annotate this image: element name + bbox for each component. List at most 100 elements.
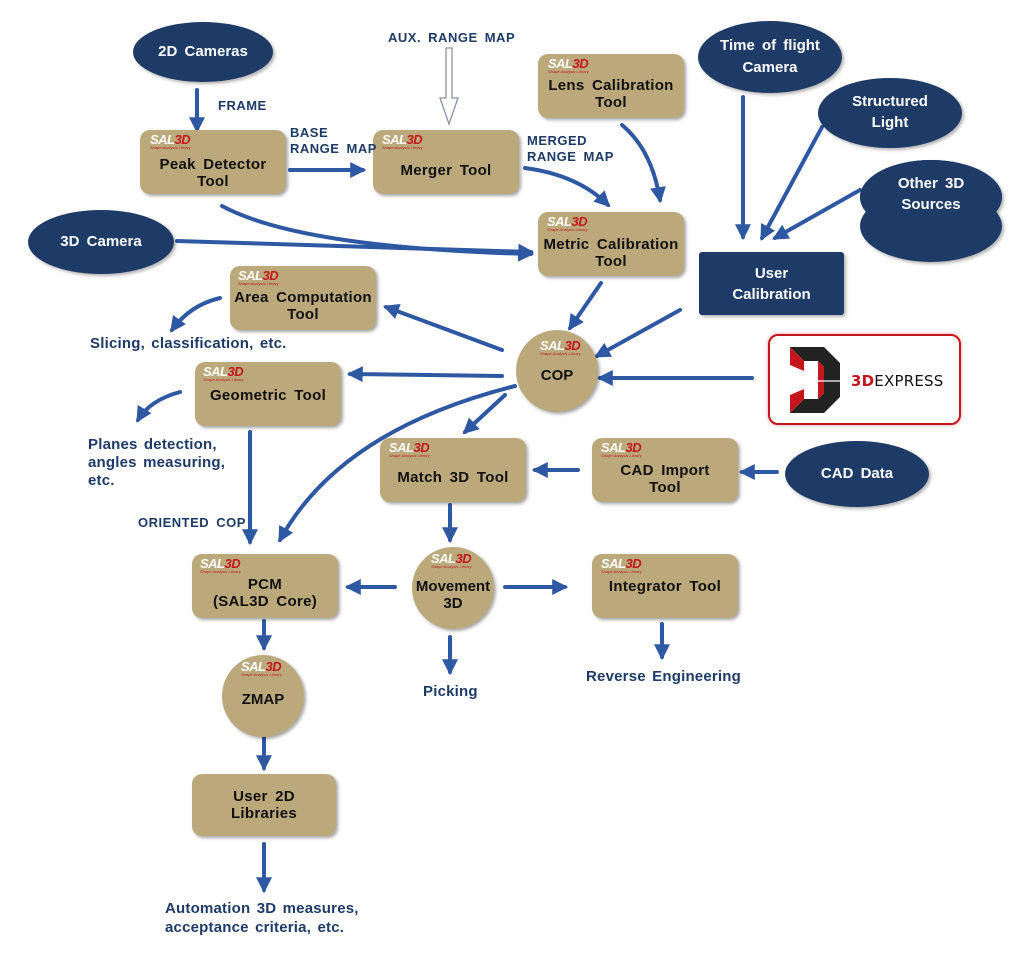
source-label-line1: Structured [852, 93, 928, 110]
source-label-line2: Camera [742, 59, 798, 76]
tool-label-line2: Libraries [230, 805, 298, 822]
source-label: 3D Camera [60, 233, 142, 250]
tool-label-line2: Tool [287, 306, 319, 323]
tool-label-line1: Peak Detector [159, 156, 267, 173]
tool-label-line2: Tool [197, 173, 229, 190]
source-2d-cameras: 2D Cameras [133, 22, 273, 82]
arrow-lens-metric [620, 123, 666, 204]
3dexpress-wordmark: 3DEXPRESS [851, 372, 944, 390]
edge-label-oriented-cop: ORIENTED COP [138, 515, 246, 530]
arrow-area-slicing [170, 296, 222, 333]
arrow-cop-area [382, 303, 504, 352]
source-label-line1: Other 3D [897, 175, 965, 192]
node-label: ZMAP [241, 691, 285, 708]
output-planes-line2: angles measuring, [88, 454, 226, 471]
output-automation-line1: Automation 3D measures, [165, 900, 359, 917]
output-reverse-engineering: Reverse Engineering [586, 668, 742, 685]
output-automation-line2: acceptance criteria, etc. [165, 919, 345, 936]
3dexpress-brand-box: 3DEXPRESS [768, 334, 961, 425]
arrow-geometric-planes [136, 390, 182, 423]
arrow-peak-metric-curve [220, 204, 535, 262]
tool-label-line1: CAD Import [620, 462, 710, 479]
arrow-aux-merger [439, 47, 459, 126]
tool-label-line1: Lens Calibration [548, 77, 674, 94]
edge-label-merged-line2: RANGE MAP [527, 149, 614, 164]
output-planes-line1: Planes detection, [88, 436, 217, 453]
node-label: COP [540, 367, 574, 384]
tool-label-line1: Area Computation [234, 289, 372, 306]
source-label-line1: User [754, 265, 789, 282]
arrow-structured-usercal [760, 125, 824, 241]
tool-label: Geometric Tool [209, 387, 327, 404]
tool-label-line2: Tool [595, 253, 627, 270]
edge-label-frame: FRAME [218, 98, 267, 113]
source-label-line2: Calibration [732, 286, 811, 303]
node-label-line2: 3D [443, 595, 463, 612]
source-label: CAD Data [820, 465, 894, 482]
arrow-usercal-cop [594, 308, 682, 358]
node-label-line1: Movement [415, 578, 491, 595]
edge-label-merged-line1: MERGED [527, 133, 588, 148]
edge-label-base-line1: BASE [290, 125, 329, 140]
arrow-cop-match3d [462, 393, 507, 435]
tool-label: Integrator Tool [608, 578, 722, 595]
user-2d-libraries: User 2D Libraries [192, 774, 336, 836]
tool-label: Match 3D Tool [397, 469, 509, 486]
source-structured-light: Structured Light [818, 78, 962, 148]
source-label-line2: Light [871, 114, 909, 131]
tool-label-line2: Tool [595, 94, 627, 111]
tool-label-line1: PCM [247, 576, 283, 593]
3dexpress-logo-icon [782, 347, 840, 413]
source-cad-data: CAD Data [785, 441, 929, 507]
output-slicing: Slicing, classification, etc. [90, 335, 287, 352]
tool-label-line1: User 2D [233, 788, 295, 805]
source-3d-camera: 3D Camera [28, 210, 174, 274]
edge-label-aux: AUX. RANGE MAP [388, 30, 516, 45]
source-label: 2D Cameras [158, 43, 248, 60]
arrow-other3d-usercal [772, 188, 862, 240]
arrow-metric-cop [568, 281, 603, 331]
arrow-merger-metric [523, 166, 611, 208]
user-calibration-box: User Calibration [699, 252, 844, 315]
source-label-line2: Sources [901, 196, 961, 213]
tool-label: Merger Tool [400, 162, 492, 179]
edge-label-base-line2: RANGE MAP [290, 141, 377, 156]
tool-label-line1: Metric Calibration [543, 236, 679, 253]
output-planes-line3: etc. [88, 472, 115, 489]
source-other-3d-top: Other 3D Sources [860, 160, 1002, 234]
output-picking: Picking [423, 683, 478, 700]
source-time-of-flight: Time of flight Camera [698, 21, 842, 93]
arrow-cop-pcm [278, 384, 517, 543]
tool-label-line2: (SAL3D Core) [212, 593, 318, 610]
arrow-cop-geometric [346, 366, 504, 383]
tool-label-line2: Tool [649, 479, 681, 496]
